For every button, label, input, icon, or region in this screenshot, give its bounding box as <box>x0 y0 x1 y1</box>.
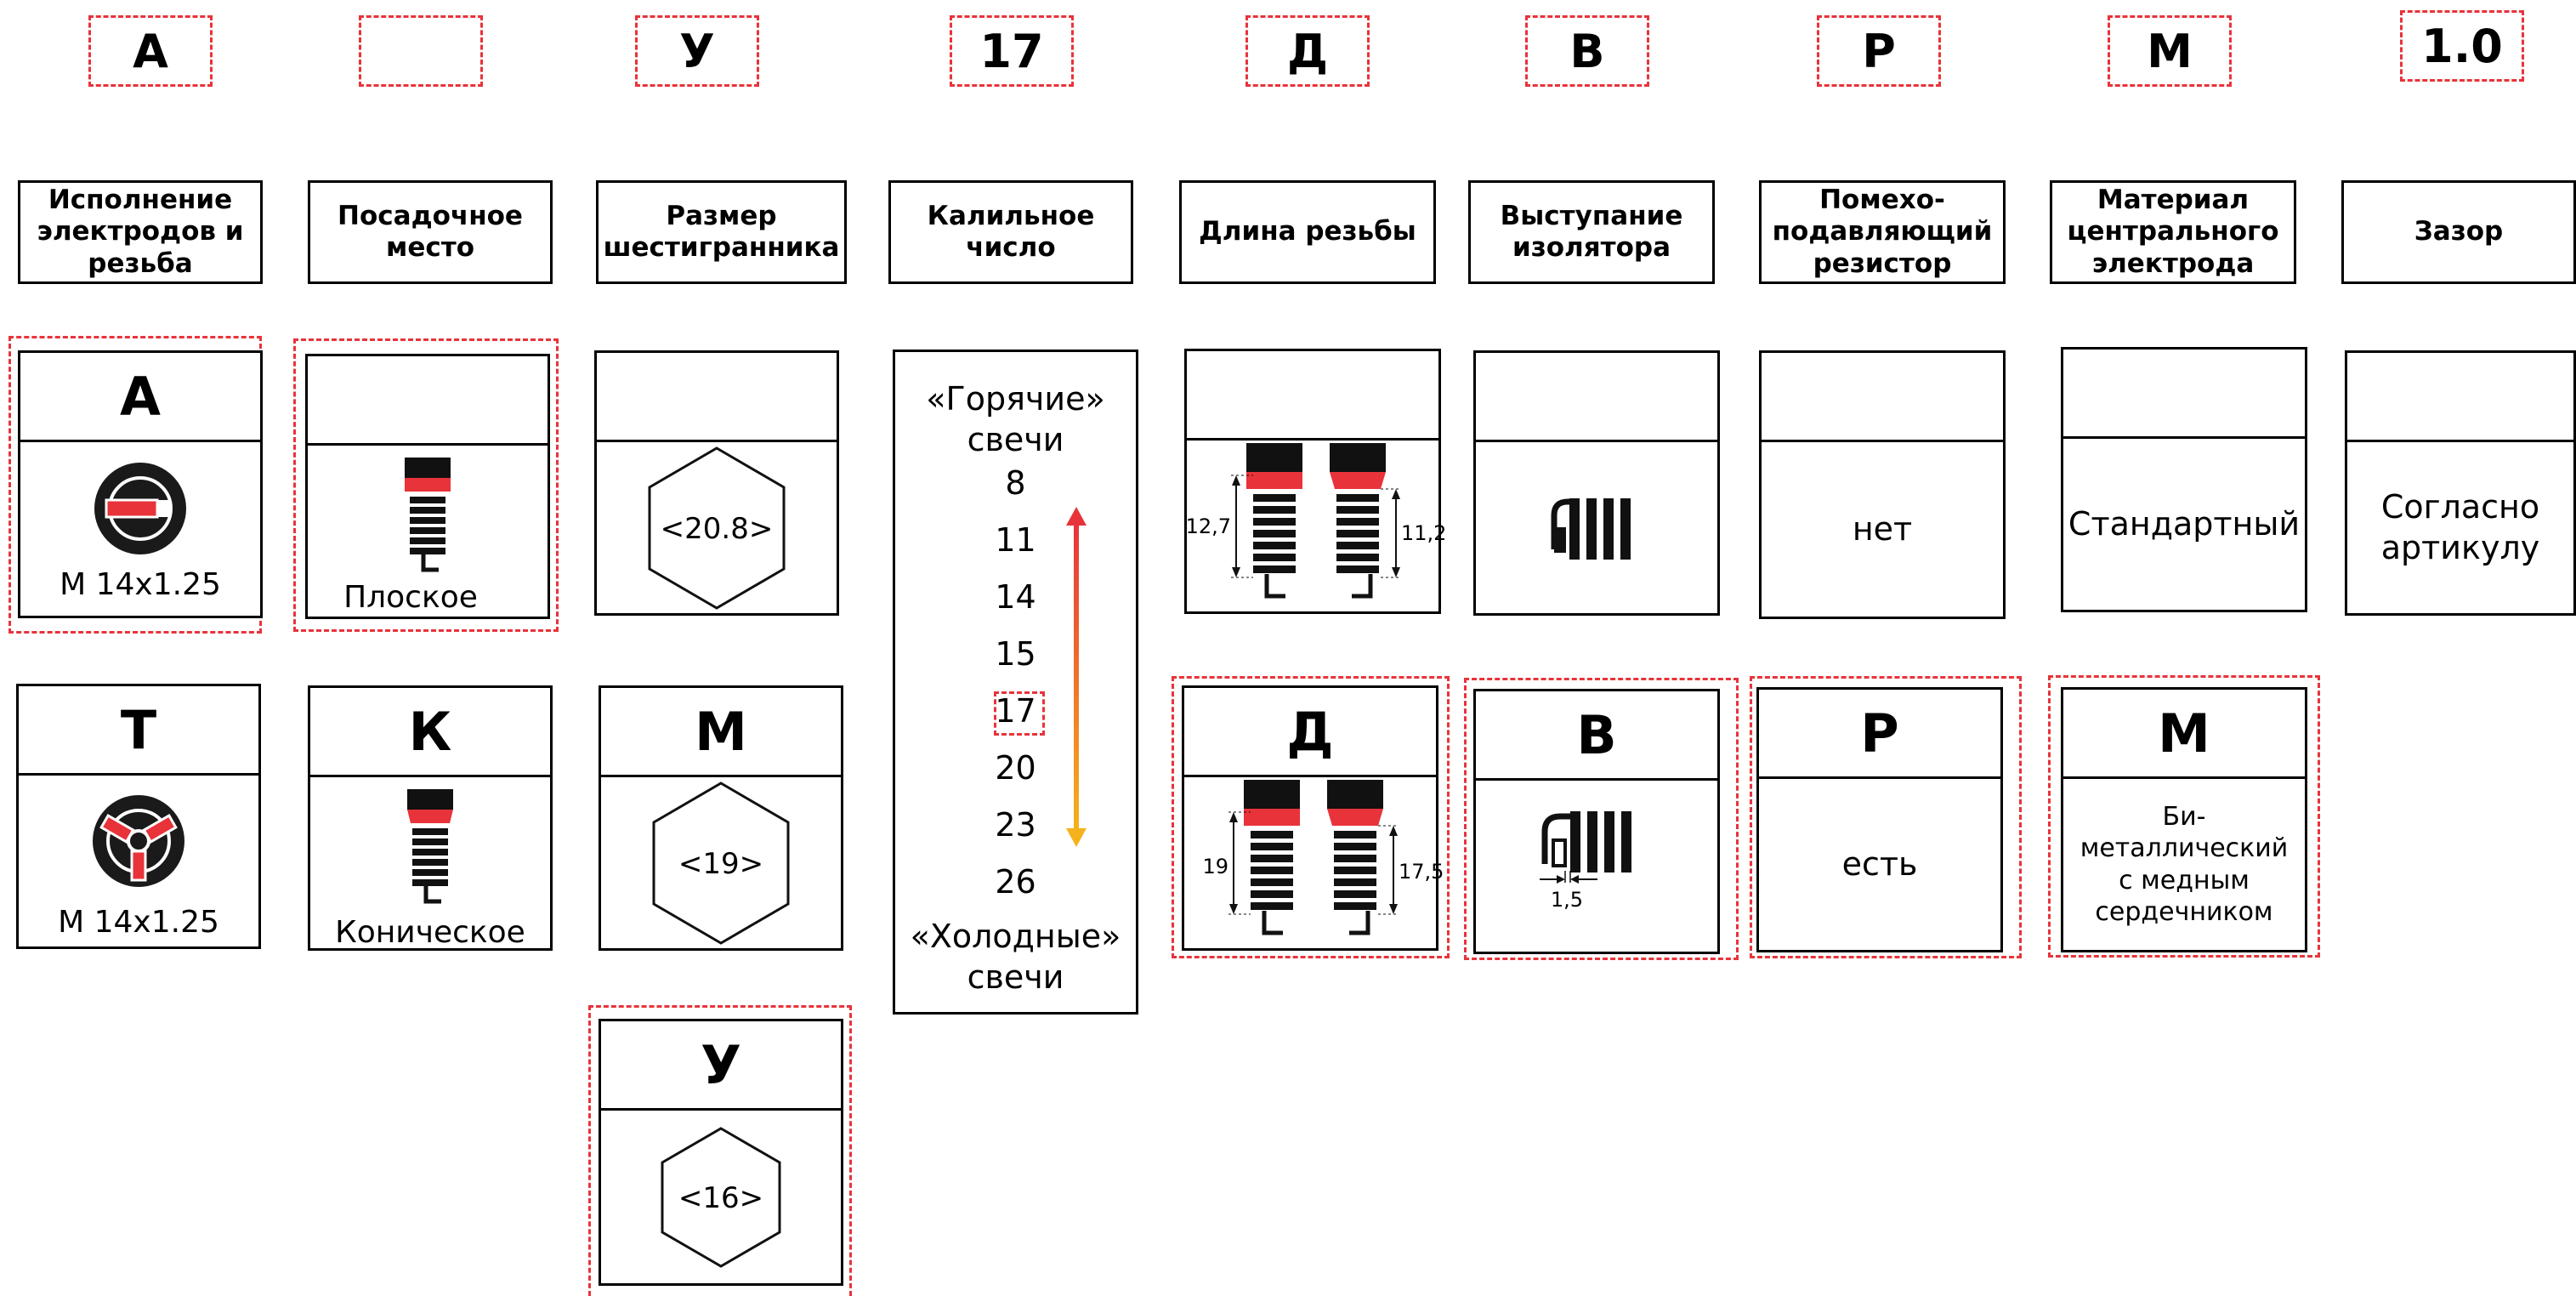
option-code <box>1762 353 2003 442</box>
hex-size-label: <19> <box>678 847 763 881</box>
header-insulator: Выступание изолятора <box>1468 180 1715 284</box>
selection-highlight <box>1464 678 1739 960</box>
heat-value: 20 <box>995 749 1036 787</box>
option-card-material-bimetal: М Би-металлический с медным сердечником <box>2061 687 2307 952</box>
option-code <box>1476 353 1717 442</box>
code-seat <box>359 15 483 87</box>
selection-highlight <box>1172 676 1450 958</box>
hexagon-icon: <19> <box>652 781 790 945</box>
code-material: М <box>2108 15 2232 87</box>
option-code <box>1187 351 1438 441</box>
option-card-insulator-protruding: В 1,5 <box>1473 689 1720 954</box>
option-code <box>597 353 837 442</box>
material-label: Стандартный <box>2068 504 2301 543</box>
thread-label: М 14х1.25 <box>58 905 219 940</box>
option-code: В <box>1476 691 1717 781</box>
option-code <box>2347 353 2573 442</box>
heat-value: 14 <box>995 578 1036 616</box>
code-electrodes: А <box>88 15 213 87</box>
insulator-flush-icon <box>1551 497 1631 560</box>
hexagon-icon: <20.8> <box>648 446 786 610</box>
option-code <box>2063 350 2305 439</box>
option-card-resistor-none: нет <box>1759 350 2006 619</box>
material-label: Би-металлический с медным сердечником <box>2080 801 2289 928</box>
thread-label: М 14х1.25 <box>60 567 221 602</box>
selection-highlight <box>994 691 1045 736</box>
option-card-electrode-t: Т М 14х1.25 <box>16 684 261 949</box>
header-seat: Посадочное место <box>308 180 553 284</box>
hex-size-label: <20.8> <box>661 512 774 546</box>
option-code: Д <box>1184 688 1436 777</box>
option-card-gap: Согласно артикулу <box>2345 350 2576 616</box>
option-card-material-standard: Стандартный <box>2061 347 2307 612</box>
flat-seat-plug-icon <box>405 457 451 571</box>
selection-highlight <box>2048 675 2320 958</box>
heat-value-selected: 17 <box>995 692 1036 730</box>
header-hex: Размер шестигранника <box>596 180 847 284</box>
code-gap: 1.0 <box>2400 10 2524 82</box>
option-card-thread-short: 12,7 11,2 <box>1184 349 1446 614</box>
hot-label: «Горячие» свечи <box>926 380 1105 458</box>
resistor-label: нет <box>1852 509 1913 548</box>
code-resistor: Р <box>1817 15 1941 87</box>
option-code: М <box>601 688 841 777</box>
option-code: Т <box>19 686 258 776</box>
hexagon-icon: <16> <box>661 1126 781 1268</box>
insulator-protruding-icon: 1,5 <box>1540 810 1631 912</box>
seat-label: Коническое <box>335 915 525 950</box>
heat-arrow-icon <box>1066 507 1087 847</box>
option-code <box>308 356 548 446</box>
cold-label: «Холодные» свечи <box>910 918 1121 996</box>
option-card-seat-conical: К Коническое <box>308 685 553 951</box>
thread-right-label: 17,5 <box>1399 860 1444 884</box>
selection-highlight <box>293 338 559 632</box>
selection-highlight <box>588 1005 852 1296</box>
thread-right-label: 11,2 <box>1401 521 1446 545</box>
selection-highlight <box>1750 676 2022 958</box>
header-electrodes: Исполнение электродов и резьба <box>18 180 263 284</box>
header-thread: Длина резьбы <box>1179 180 1436 284</box>
seat-label: Плоское <box>343 580 478 615</box>
thread-length-icon: 12,7 11,2 <box>1186 442 1446 598</box>
heat-value: 8 <box>1005 464 1026 502</box>
option-card-hex-20-8: <20.8> <box>594 350 839 616</box>
header-material: Материал центрального электрода <box>2050 180 2296 284</box>
single-electrode-icon <box>94 463 186 554</box>
thread-length-icon: 19 17,5 <box>1202 779 1444 935</box>
thread-left-label: 12,7 <box>1186 514 1231 538</box>
heat-range-panel: «Горячие» свечи 8 11 14 15 17 20 23 26 «… <box>893 350 1138 1015</box>
option-code: Р <box>1759 690 2000 779</box>
heat-value: 15 <box>995 635 1036 673</box>
resistor-label: есть <box>1841 844 1918 883</box>
code-insulator: В <box>1525 15 1649 87</box>
triple-electrode-icon <box>93 794 184 887</box>
protrusion-label: 1,5 <box>1551 888 1583 912</box>
option-card-seat-flat: Плоское <box>305 354 550 619</box>
heat-value: 23 <box>995 806 1036 844</box>
option-card-resistor-yes: Р есть <box>1756 687 2003 952</box>
header-heat: Калильное число <box>888 180 1133 284</box>
hex-size-label: <16> <box>678 1181 763 1215</box>
gap-label: Согласно артикулу <box>2380 488 2540 566</box>
option-code: А <box>20 353 260 442</box>
code-heat: 17 <box>950 15 1074 87</box>
option-code: У <box>601 1021 841 1111</box>
header-resistor: Помехо-подавляющий резистор <box>1759 180 2006 284</box>
conical-seat-plug-icon <box>407 788 453 903</box>
code-hex: У <box>635 15 759 87</box>
thread-left-label: 19 <box>1202 855 1228 878</box>
option-card-electrode-a: А М 14х1.25 <box>18 350 263 618</box>
option-card-hex-19: М <19> <box>599 685 843 951</box>
header-gap: Зазор <box>2341 180 2576 284</box>
heat-value: 11 <box>995 521 1036 559</box>
option-code: К <box>310 688 550 777</box>
heat-value: 26 <box>995 863 1036 901</box>
code-thread: Д <box>1245 15 1370 87</box>
option-card-thread-long: Д 19 17,5 <box>1182 685 1444 951</box>
option-card-hex-16: У <16> <box>599 1019 843 1286</box>
option-code: М <box>2063 690 2305 779</box>
option-card-insulator-flush <box>1473 350 1720 616</box>
